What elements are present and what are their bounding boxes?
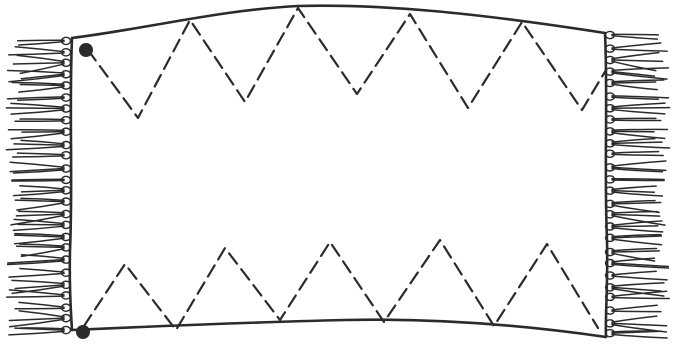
fringe-strand <box>12 179 64 180</box>
fringe-strand <box>20 268 64 272</box>
fringe-strand <box>17 153 64 155</box>
fringe-strand <box>612 82 656 83</box>
fringe-strand <box>612 129 668 130</box>
fringe-strand <box>9 53 64 55</box>
fringe-strand <box>612 142 662 143</box>
fringe-strand <box>612 334 667 338</box>
fringe-strand <box>612 276 667 280</box>
fringe-strand <box>612 283 664 286</box>
fringe-strand <box>13 63 64 64</box>
fringe-strand <box>612 145 670 148</box>
fringe-strand <box>6 146 64 149</box>
fringe-strand <box>21 140 64 143</box>
fringe-strand <box>15 238 64 244</box>
fringe-strand <box>6 108 64 109</box>
fringe-strand <box>612 316 657 322</box>
fringe-strand <box>11 133 64 139</box>
fringe-strand <box>20 85 64 86</box>
fringe-strand <box>612 239 661 245</box>
fringe-strand <box>612 305 657 310</box>
fringe-strand <box>612 152 659 154</box>
fringe-strand <box>22 255 64 259</box>
fringe-strand <box>19 87 64 92</box>
fringe-strand <box>18 224 64 225</box>
fringe-strand <box>612 108 670 109</box>
fringe-strand <box>17 55 64 61</box>
fringe-strand <box>14 144 64 145</box>
fringe-strand <box>19 211 64 212</box>
fringe-strand <box>612 103 665 107</box>
fringe-strand <box>612 49 667 51</box>
fringe-strand <box>8 130 64 131</box>
fringe-strand <box>612 212 657 213</box>
fringe-strand <box>612 298 669 299</box>
fringe-strand <box>19 302 64 307</box>
fringe-strand <box>7 296 64 297</box>
fringe-strand <box>612 60 663 61</box>
fringe-strand <box>612 214 660 216</box>
fringe-strand <box>19 42 64 45</box>
fringe-strand <box>9 331 64 335</box>
fringe-strand <box>8 71 64 73</box>
left-fringe <box>6 37 70 335</box>
fringe-strand <box>11 110 64 114</box>
fringe-strand <box>612 161 666 166</box>
fringe-strand <box>19 311 64 317</box>
fringe-strand <box>612 36 657 39</box>
fringe-strand <box>612 68 668 70</box>
rug-outline <box>70 6 607 337</box>
fringe-strand <box>13 226 64 230</box>
fringe-strand <box>612 251 659 252</box>
fringe-strand <box>612 226 658 227</box>
fringe-strand <box>16 214 64 216</box>
fringe-strand <box>15 47 64 52</box>
fringe-strand <box>612 179 664 180</box>
right-fringe <box>606 31 670 338</box>
fringe-strand <box>612 84 657 89</box>
fringe-strand <box>612 53 659 59</box>
fringe-strand <box>9 273 64 277</box>
fringe-strand <box>612 133 665 139</box>
fringe-strand <box>13 156 64 157</box>
fringe-strand <box>612 139 655 142</box>
top-zigzag-stitch <box>88 8 606 118</box>
bottom-left-corner-dot <box>76 325 90 339</box>
fringe-strand <box>612 271 656 275</box>
fringe-strand <box>12 280 64 283</box>
fringe-strand <box>612 186 656 189</box>
fringe-strand <box>10 162 64 167</box>
fringe-strand <box>17 246 64 247</box>
fringe-strand <box>11 103 64 107</box>
fringe-strand <box>17 203 64 210</box>
fringe-strand <box>612 154 663 155</box>
fringe-strand <box>612 110 665 114</box>
top-left-corner-dot <box>79 43 93 57</box>
fringe-strand <box>20 186 64 189</box>
fringe-strand <box>612 228 663 232</box>
fringe-strand <box>612 43 661 48</box>
bottom-zigzag-stitch <box>84 240 598 330</box>
